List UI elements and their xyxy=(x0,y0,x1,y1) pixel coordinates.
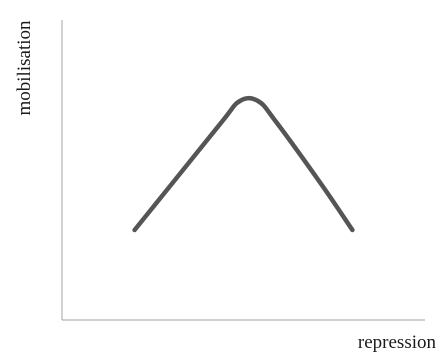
series-line xyxy=(132,95,355,233)
y-axis-label: mobilisation xyxy=(14,20,35,116)
x-axis-label: repression xyxy=(358,332,437,353)
